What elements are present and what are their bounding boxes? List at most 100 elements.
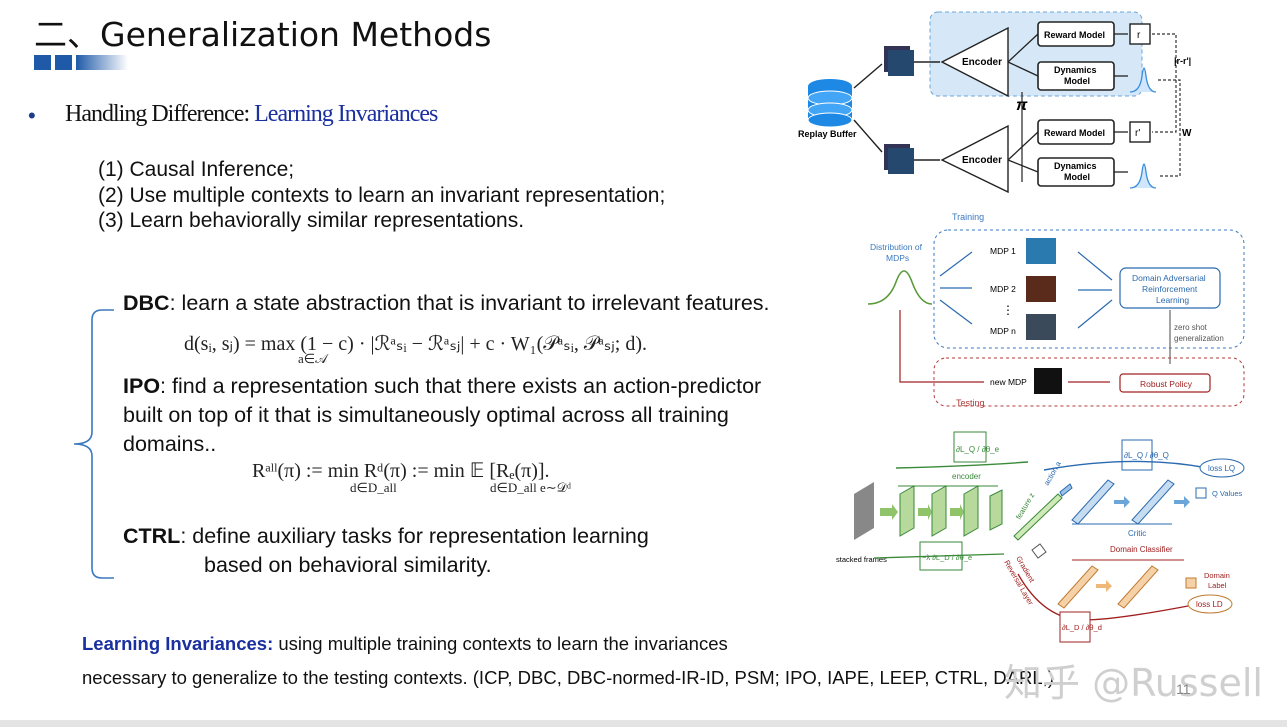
equation-dbc: d(sᵢ, sⱼ) = max (1 − c) · |ℛᵃₛᵢ − ℛᵃₛⱼ| … [184,333,647,355]
distribution-1-icon [1129,67,1157,93]
loss-ld-ellipse [1187,594,1233,614]
method-ctrl: CTRL: define auxiliary tasks for represe… [123,522,649,551]
mdp-n-image [1026,314,1056,340]
encoder-1-label: Encoder [962,57,1002,68]
darl-network-figure: ∂L_Q / ∂θ_e ∂L_Q / ∂θ_Q loss LQ encoder … [836,431,1245,643]
encoder-label: encoder [952,472,981,481]
darl-label-a: Domain Adversarial [1132,273,1206,283]
summary-line-2: necessary to generalize to the testing c… [82,667,1054,688]
reward-r-label: r [1137,30,1141,41]
bottom-border [0,720,1287,727]
mdp-2-label: MDP 2 [990,284,1016,294]
encoder-2-shape [940,124,1009,194]
replay-buffer-icon [807,79,853,128]
robust-policy-box [1119,373,1211,393]
summary-line-1: Learning Invariances: using multiple tra… [82,633,728,655]
robust-policy-label: Robust Policy [1140,379,1193,389]
domain-label-cube [1185,577,1197,589]
grad-classifier-label: ∂L_D / ∂θ_d [1062,623,1102,632]
bullet-highlight: Learning Invariances [254,101,438,127]
mdp-dots: ⋮ [1002,303,1014,317]
domain-label-a: Domain [1204,571,1230,580]
stacked-frames-shape [854,482,874,540]
loss-ld-label: loss LD [1196,600,1223,609]
title-accent-bar-1 [34,55,51,70]
feature-z-shape [1013,493,1063,541]
equation-ipo-sub1: d∈D_all [350,480,397,495]
wasserstein-label: W [1182,128,1192,139]
reward-model-1-label: Reward Model [1044,30,1105,40]
training-label: Training [952,212,984,222]
loss-lq-ellipse [1199,458,1245,478]
title-accent-bar-3 [76,55,128,70]
method-ctrl-desc-2: based on behavioral similarity. [204,553,492,577]
domain-classifier-label: Domain Classifier [1110,545,1173,554]
mdp-1-label: MDP 1 [990,246,1016,256]
page-number: 11 [1176,681,1191,697]
bullet-point: • [28,103,36,128]
dynamics-model-2-label-a: Dynamics [1054,161,1097,171]
reward-model-2-label: Reward Model [1044,128,1105,138]
method-dbc-desc: : learn a state abstraction that is inva… [169,291,770,315]
dbc-architecture-figure: Replay Buffer Encoder Encoder Reward Mod… [798,11,1192,194]
training-region [933,229,1245,349]
feature-z-label: feature z [1014,491,1037,521]
mdp-2-image [1026,276,1056,302]
reward-diff-label: |r-r'| [1174,56,1191,66]
distribution-curve [867,270,933,305]
approach-item-3: (3) Learn behaviorally similar represent… [98,209,525,232]
approach-item-2: (2) Use multiple contexts to learn an in… [98,184,666,207]
distribution-2-icon [1129,163,1157,189]
grad-reversal-label: −λ ∂L_D / ∂θ_e [922,553,972,562]
new-mdp-image [1034,368,1062,394]
grad-classifier-box [1059,611,1091,643]
dynamics-model-2-label-b: Model [1064,172,1090,182]
critic-label: Critic [1128,529,1146,538]
reward-r-box [1129,23,1151,45]
bullet-heading: Handling Difference: Learning Invariance… [65,101,438,128]
method-ctrl-desc-1: : define auxiliary tasks for representat… [180,524,649,548]
summary-line1-rest: using multiple training contexts to lear… [273,633,728,654]
q-values-label: Q Values [1212,489,1243,498]
stacked-frames-label: stacked frames [836,555,887,564]
approach-item-1: (1) Causal Inference; [98,158,295,181]
distribution-label-a: Distribution of [870,242,923,252]
method-ipo-desc-2: built on top of it that is simultaneousl… [123,403,729,427]
watermark: 知乎 @Russell [1004,661,1263,705]
page-title: 二、Generalization Methods [34,15,492,54]
loss-lq-label: loss LQ [1208,464,1235,473]
summary-keyword: Learning Invariances: [82,633,274,654]
action-a-label: action a [1042,459,1063,487]
equation-ipo-sub2: d∈D_all e∼𝒟ᵈ [490,480,572,495]
grad-encoder-box [953,431,987,463]
testing-label: Testing [956,398,985,408]
grad-critic-box [1121,439,1153,471]
method-ipo-desc-3: domains.. [123,432,217,456]
q-values-cube [1195,487,1207,499]
method-ipo-desc-1: : find a representation such that there … [160,374,762,398]
equation-ipo: Rᵃˡˡ(π) := min Rᵈ(π) := min 𝔼 [Rₑ(π)]. [252,460,550,482]
dynamics-model-1-label-b: Model [1064,76,1090,86]
encoder-2-label: Encoder [962,155,1002,166]
zero-shot-label-b: generalization [1174,334,1224,343]
equation-dbc-sub: a∈𝒜 [298,351,328,366]
method-ctrl-name: CTRL [123,524,181,548]
method-dbc-name: DBC [123,291,170,315]
grad-critic-label: ∂L_Q / ∂θ_Q [1124,451,1169,460]
grad-encoder-label: ∂L_Q / ∂θ_e [956,445,1000,454]
method-dbc: DBC: learn a state abstraction that is i… [123,289,770,318]
dynamics-model-1-label-a: Dynamics [1054,65,1097,75]
method-ipo: IPO: find a representation such that the… [123,372,761,401]
title-accent-bar-2 [55,55,72,70]
mdp-1-image [1026,238,1056,264]
darl-box [1119,267,1221,309]
reward-r-prime-box [1129,121,1151,143]
reward-r-prime-label: r' [1135,128,1140,139]
method-ipo-name: IPO [123,374,161,398]
distribution-label-b: MDPs [886,253,909,263]
new-mdp-label: new MDP [990,377,1027,387]
darl-label-b: Reinforcement [1142,284,1198,294]
darl-label-c: Learning [1156,295,1189,305]
left-brace [73,309,114,579]
zero-shot-label-a: zero shot [1174,323,1208,332]
